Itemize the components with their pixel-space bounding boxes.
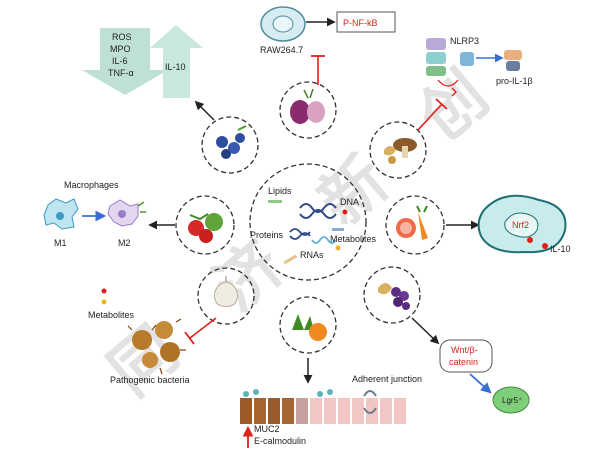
label-m2: M2 — [118, 238, 131, 248]
ginger-icon — [384, 146, 396, 156]
arrow — [411, 317, 440, 345]
label-proteins: Proteins — [250, 230, 284, 240]
orange-icon — [309, 323, 327, 341]
label-nrf2-il10: IL-10 — [550, 244, 571, 254]
bacteria-icon — [127, 318, 186, 375]
arrow — [194, 100, 215, 121]
rna-strand-icon — [311, 236, 337, 244]
label-raw264: RAW264.7 — [260, 45, 303, 55]
food-circle-garlic — [197, 267, 255, 325]
label-il10: IL-10 — [165, 62, 186, 72]
label-pnfkb: P-NF-kB — [343, 18, 378, 28]
herb-icon — [292, 314, 314, 330]
label-metabolites: Metabolites — [330, 234, 377, 244]
blueberry-icon — [221, 149, 231, 159]
pro-il1b-icon — [504, 50, 522, 60]
cytokine-arrows: ROS MPO IL-6 TNF-α IL-10 — [82, 25, 215, 121]
label-pathogenic: Pathogenic bacteria — [110, 375, 190, 385]
bacteria-group: Metabolites Pathogenic bacteria — [88, 288, 217, 385]
inhibit-line — [417, 103, 443, 131]
label-wnt-line1: Wnt/β- — [451, 345, 478, 355]
label-dna: DNA — [340, 197, 359, 207]
label-tnfa: TNF-α — [108, 68, 134, 78]
label-lipids: Lipids — [268, 186, 292, 196]
label-ros: ROS — [112, 32, 132, 42]
label-il6: IL-6 — [112, 56, 128, 66]
inhibit-line — [189, 317, 217, 339]
raw-cell-group: RAW264.7 P-NF-kB — [260, 6, 396, 85]
nrf2-group: Nrf2 IL-10 — [446, 194, 571, 254]
onion-icon — [307, 101, 325, 123]
watermark-char: 新 — [306, 143, 403, 241]
carrot-icon — [418, 212, 428, 240]
barrier-group: Adherent junction MUC2 E-calmodulin — [240, 358, 422, 448]
food-circle-mushroom — [369, 121, 427, 179]
dna-helix-icon — [289, 203, 337, 240]
label-nlrp3: NLRP3 — [450, 36, 479, 46]
watermark-char: 创 — [406, 58, 503, 156]
garlic-icon — [213, 281, 239, 307]
nlrp3-icon — [426, 38, 446, 50]
protein-icon — [283, 254, 298, 265]
blueberry-icon — [228, 142, 240, 154]
mushroom-icon — [393, 138, 417, 152]
blueberry-icon — [235, 133, 245, 143]
label-lgr5: Lgr5⁺ — [502, 396, 522, 405]
pnfkb-box — [336, 11, 396, 33]
ginger-icon — [378, 283, 392, 295]
label-ecad: E-calmodulin — [254, 436, 306, 446]
metabolite-dot-icon — [335, 245, 341, 251]
label-nrf2: Nrf2 — [512, 220, 529, 230]
food-circle-citrus — [385, 195, 445, 255]
center-circle — [249, 163, 367, 281]
macrophages-group: Macrophages M1 M2 — [43, 180, 175, 248]
tomato-icon — [188, 220, 204, 236]
tomato-icon — [199, 229, 213, 243]
central-microbiome: Lipids DNA Proteins Metabolites RNAs — [249, 163, 377, 281]
watermark-char: 济 — [201, 227, 298, 325]
lipid-icon — [268, 200, 282, 203]
epithelium-icon — [240, 389, 406, 424]
inflammasome-group: NLRP3 pro-IL-1β — [417, 36, 533, 131]
food-circle-blueberries — [201, 116, 259, 174]
metabolite-dot-icon — [342, 209, 348, 215]
label-adherent: Adherent junction — [352, 374, 422, 384]
label-macrophages: Macrophages — [64, 180, 119, 190]
label-wnt-line2: catenin — [449, 357, 478, 367]
blueberry-icon — [216, 136, 228, 148]
lgr5-cell-icon — [492, 386, 530, 414]
label-bact-metabolites: Metabolites — [88, 310, 135, 320]
food-circle-tomato — [175, 195, 235, 255]
protein-icon — [332, 228, 344, 231]
up-arrow-icon — [150, 25, 203, 98]
scissors-icon — [451, 87, 457, 97]
onion-icon — [290, 100, 310, 124]
grape-icon — [402, 302, 410, 310]
label-muc2: MUC2 — [254, 424, 280, 434]
arrow — [469, 373, 492, 394]
cabbage-icon — [205, 213, 223, 231]
down-arrow-icon — [82, 28, 168, 95]
wnt-box — [439, 339, 493, 373]
label-rnas: RNAs — [300, 250, 324, 260]
grape-icon — [393, 297, 403, 307]
wnt-group: Wnt/β- catenin Lgr5⁺ — [411, 317, 530, 414]
label-pro-il1b: pro-IL-1β — [496, 76, 533, 86]
grape-icon — [391, 287, 401, 297]
food-circle-herbs — [279, 296, 337, 354]
label-mpo: MPO — [110, 44, 131, 54]
food-circle-onion — [279, 81, 337, 139]
food-circle-grapes — [363, 266, 421, 324]
label-m1: M1 — [54, 238, 67, 248]
